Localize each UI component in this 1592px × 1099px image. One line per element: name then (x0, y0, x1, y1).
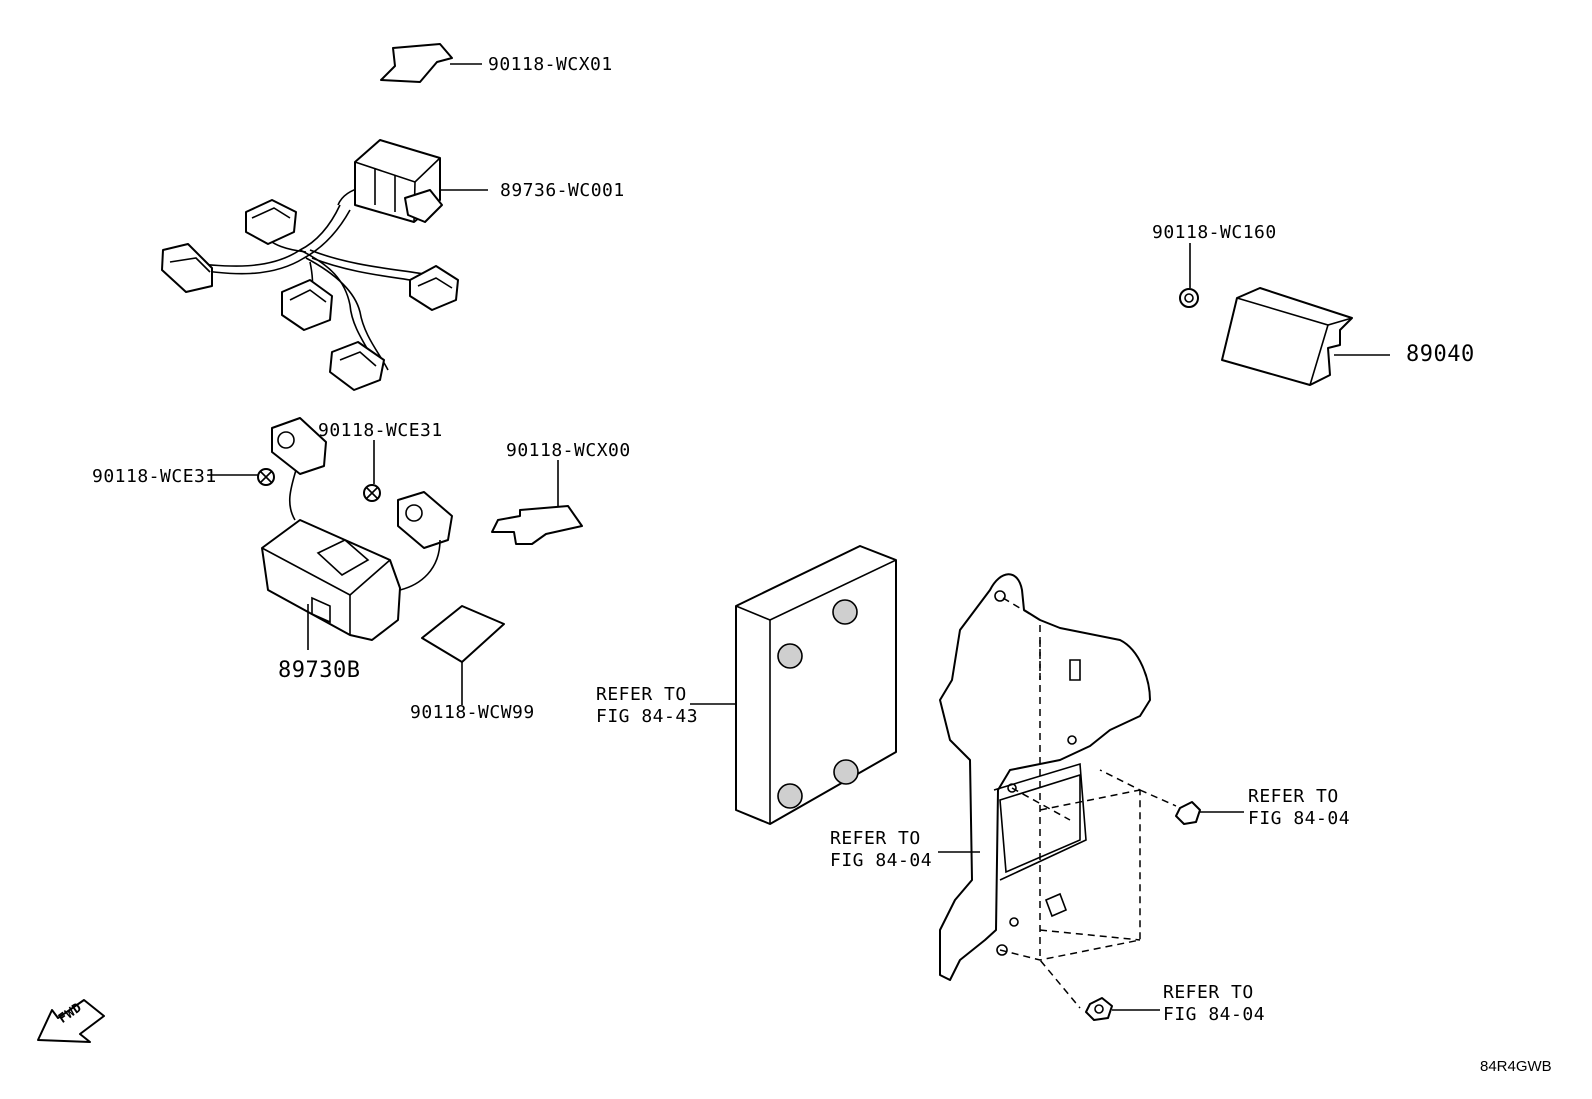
ref-ecu-line2: FIG 84-43 (596, 706, 699, 727)
wire-harness-89736[interactable] (161, 139, 488, 391)
label-90118-wc160: 90118-WC160 (1152, 222, 1277, 243)
label-90118-wce31-right: 90118-WCE31 (318, 420, 443, 441)
diagram-code: 84R4GWB (1480, 1058, 1552, 1075)
ref-bolt-upper-line1: REFER TO (1248, 786, 1339, 807)
screw-wce31-right[interactable] (363, 440, 381, 502)
module-89730b[interactable] (261, 417, 453, 650)
clip-wc160[interactable] (1179, 243, 1199, 308)
ref-bracket-line1: REFER TO (830, 828, 921, 849)
screw-wce31-left[interactable] (207, 468, 275, 486)
ecu-block[interactable] (690, 545, 897, 825)
ref-bracket-line2: FIG 84-04 (830, 850, 933, 871)
tape-wcx01[interactable] (380, 43, 482, 83)
label-90118-wcx01: 90118-WCX01 (488, 54, 613, 75)
label-89040: 89040 (1406, 342, 1475, 367)
label-90118-wce31-left: 90118-WCE31 (92, 466, 217, 487)
label-89736-wc001: 89736-WC001 (500, 180, 625, 201)
ref-bolt-upper-line2: FIG 84-04 (1248, 808, 1351, 829)
ref-ecu-line1: REFER TO (596, 684, 687, 705)
bolt-lower[interactable] (1085, 997, 1160, 1021)
relay-89040[interactable] (1221, 287, 1390, 386)
ref-bolt-lower-line1: REFER TO (1163, 982, 1254, 1003)
tape-wcx00[interactable] (491, 460, 583, 545)
tape-wcw99[interactable] (421, 605, 505, 705)
mounting-bracket[interactable] (938, 573, 1177, 1009)
label-90118-wcw99: 90118-WCW99 (410, 702, 535, 723)
label-89730b: 89730B (278, 658, 361, 683)
fwd-arrow-icon (37, 999, 105, 1043)
bolt-upper[interactable] (1175, 801, 1244, 825)
ref-bolt-lower-line2: FIG 84-04 (1163, 1004, 1266, 1025)
label-90118-wcx00: 90118-WCX00 (506, 440, 631, 461)
